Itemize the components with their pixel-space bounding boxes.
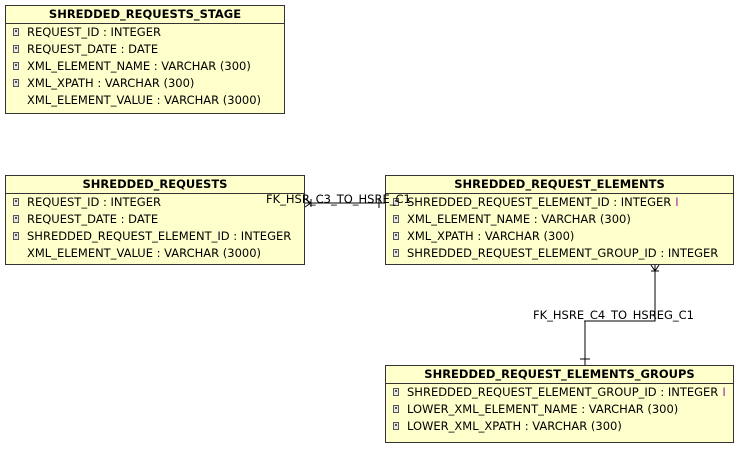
- column-row: REQUEST_DATE : DATE: [6, 41, 284, 58]
- column-text: XML_XPATH : VARCHAR (300): [407, 229, 575, 243]
- column-row: XML_XPATH : VARCHAR (300): [386, 228, 733, 245]
- relationship-label-fk2[interactable]: FK_HSRE_C4_TO_HSREG_C1: [533, 308, 694, 322]
- entity-title: SHREDDED_REQUEST_ELEMENTS_GROUPS: [386, 366, 733, 384]
- column-key-icon: [393, 232, 399, 240]
- column-row: LOWER_XML_ELEMENT_NAME : VARCHAR (300): [386, 401, 733, 418]
- column-text: SHREDDED_REQUEST_ELEMENT_ID : INTEGER: [407, 195, 672, 209]
- relationship-line-fk1: [304, 198, 385, 208]
- entity-title: SHREDDED_REQUEST_ELEMENTS: [386, 176, 733, 194]
- column-row: LOWER_XML_XPATH : VARCHAR (300): [386, 418, 733, 435]
- column-text: LOWER_XML_XPATH : VARCHAR (300): [407, 419, 622, 433]
- column-row: REQUEST_ID : INTEGER: [6, 24, 284, 41]
- column-row: SHREDDED_REQUEST_ELEMENT_GROUP_ID : INTE…: [386, 245, 733, 262]
- column-row: XML_XPATH : VARCHAR (300): [6, 75, 284, 92]
- column-key-icon: [13, 232, 19, 240]
- column-text: XML_ELEMENT_NAME : VARCHAR (300): [407, 212, 631, 226]
- column-key-icon: [13, 79, 19, 87]
- column-row: XML_ELEMENT_NAME : VARCHAR (300): [6, 58, 284, 75]
- entity-shredded-request-elements[interactable]: SHREDDED_REQUEST_ELEMENTS SHREDDED_REQUE…: [385, 175, 734, 265]
- column-text: SHREDDED_REQUEST_ELEMENT_GROUP_ID : INTE…: [407, 246, 719, 260]
- entity-shredded-request-elements-groups[interactable]: SHREDDED_REQUEST_ELEMENTS_GROUPS SHREDDE…: [385, 365, 734, 443]
- column-key-icon: [393, 388, 399, 396]
- column-row: XML_ELEMENT_VALUE : VARCHAR (3000): [6, 92, 284, 109]
- index-marker: I: [675, 195, 679, 209]
- entity-title: SHREDDED_REQUESTS_STAGE: [6, 6, 284, 24]
- column-text: SHREDDED_REQUEST_ELEMENT_ID : INTEGER: [27, 229, 292, 243]
- column-text: LOWER_XML_ELEMENT_NAME : VARCHAR (300): [407, 402, 679, 416]
- column-row: REQUEST_DATE : DATE: [6, 211, 304, 228]
- column-text: REQUEST_DATE : DATE: [27, 212, 159, 226]
- column-key-icon: [13, 198, 19, 206]
- relationship-line-fk2: [580, 264, 660, 365]
- relationship-label-fk1[interactable]: FK_HSR_C3_TO_HSRE_C1: [266, 192, 411, 206]
- entity-title: SHREDDED_REQUESTS: [6, 176, 304, 194]
- column-key-icon: [13, 215, 19, 223]
- column-text: XML_ELEMENT_NAME : VARCHAR (300): [27, 59, 251, 73]
- column-key-icon: [13, 45, 19, 53]
- column-row: SHREDDED_REQUEST_ELEMENT_GROUP_ID : INTE…: [386, 384, 733, 401]
- column-text: XML_XPATH : VARCHAR (300): [27, 76, 195, 90]
- column-key-icon: [393, 249, 399, 257]
- column-text: XML_ELEMENT_VALUE : VARCHAR (3000): [27, 93, 262, 107]
- column-row: XML_ELEMENT_NAME : VARCHAR (300): [386, 211, 733, 228]
- column-row: XML_ELEMENT_VALUE : VARCHAR (3000): [6, 245, 304, 262]
- column-text: REQUEST_DATE : DATE: [27, 42, 159, 56]
- column-key-icon: [393, 198, 399, 206]
- column-key-icon: [393, 405, 399, 413]
- column-text: REQUEST_ID : INTEGER: [27, 195, 161, 209]
- column-text: REQUEST_ID : INTEGER: [27, 25, 161, 39]
- column-key-icon: [393, 215, 399, 223]
- column-key-icon: [393, 422, 399, 430]
- column-text: XML_ELEMENT_VALUE : VARCHAR (3000): [27, 246, 262, 260]
- index-marker: I: [722, 385, 726, 399]
- column-key-icon: [13, 62, 19, 70]
- column-text: SHREDDED_REQUEST_ELEMENT_GROUP_ID : INTE…: [407, 385, 719, 399]
- column-key-icon: [13, 28, 19, 36]
- column-row: SHREDDED_REQUEST_ELEMENT_ID : INTEGER: [6, 228, 304, 245]
- entity-shredded-requests[interactable]: SHREDDED_REQUESTS REQUEST_ID : INTEGER R…: [5, 175, 305, 265]
- entity-shredded-requests-stage[interactable]: SHREDDED_REQUESTS_STAGE REQUEST_ID : INT…: [5, 5, 285, 114]
- column-row: REQUEST_ID : INTEGER: [6, 194, 304, 211]
